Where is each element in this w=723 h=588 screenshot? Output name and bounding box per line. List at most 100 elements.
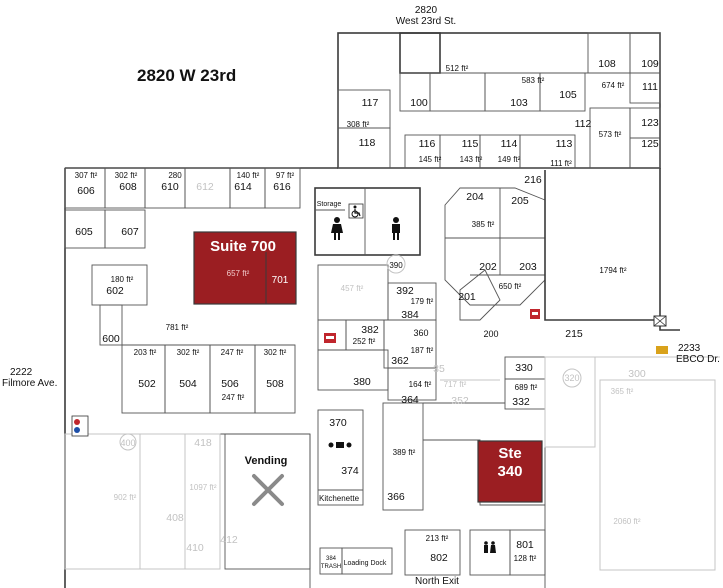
room-number[interactable]: 382 [361, 324, 379, 336]
room-number[interactable]: 364 [401, 394, 419, 406]
ste-340-highlight[interactable] [477, 440, 543, 503]
faded-label-300: 300 [628, 368, 646, 380]
room-number[interactable]: 366 [387, 491, 405, 503]
room-number[interactable]: 114 [501, 138, 518, 150]
room-area: 97 ft² [276, 171, 295, 180]
faded-label-412: 412 [220, 534, 238, 546]
area-650: 650 ft² [499, 282, 522, 291]
room-number[interactable]: 202 [479, 261, 497, 273]
room-number[interactable]: 332 [512, 396, 530, 408]
room-number[interactable]: 117 [362, 97, 379, 109]
area-902: 902 ft² [114, 493, 137, 502]
area-247-secondary: 247 ft² [222, 393, 245, 402]
area-457: 457 ft² [341, 284, 364, 293]
room-number[interactable]: 118 [359, 137, 376, 149]
room-number[interactable]: 610 [161, 181, 179, 193]
room-area: 252 ft² [353, 337, 376, 346]
entrance-right-number: 2233 [678, 343, 701, 354]
room-number[interactable]: 112 [575, 118, 592, 130]
room-area: 213 ft² [426, 534, 449, 543]
room-number[interactable]: 606 [77, 185, 95, 197]
room-area: 149 ft² [498, 155, 521, 164]
room-area: 307 ft² [75, 171, 98, 180]
faded-label-408: 408 [166, 512, 184, 524]
suite-700-label: Suite 700 [210, 238, 276, 255]
room-area: 302 ft² [264, 348, 287, 357]
room-number[interactable]: 116 [419, 138, 436, 150]
trash-number-label: 384 [326, 556, 337, 562]
faded-label-410: 410 [186, 542, 204, 554]
area-1097: 1097 ft² [189, 483, 216, 492]
room-area: 302 ft² [177, 348, 200, 357]
emergency-phone-icon [324, 333, 336, 343]
room-number[interactable]: 362 [391, 355, 409, 367]
room-number[interactable]: 109 [641, 58, 659, 70]
area-308: 308 ft² [347, 120, 370, 129]
room-number[interactable]: 384 [401, 309, 419, 321]
room-number[interactable]: 802 [430, 552, 448, 564]
room-number[interactable]: 115 [462, 138, 479, 150]
room-number[interactable]: 113 [556, 138, 573, 150]
room-number[interactable]: 502 [138, 378, 156, 390]
dining-table-icon [328, 442, 352, 448]
room-number[interactable]: 608 [119, 181, 137, 193]
trash-label: TRASH [321, 564, 341, 570]
room-number[interactable]: 216 [524, 174, 542, 186]
faded-label-200: 200 [483, 329, 498, 339]
north-wing-walls [337, 32, 661, 169]
room-number[interactable]: 330 [515, 362, 533, 374]
room-number[interactable]: 123 [641, 117, 659, 129]
faded-label-418: 418 [194, 437, 212, 449]
room-area: 389 ft² [393, 448, 416, 457]
entrance-right-street: EBCO Dr. [676, 354, 720, 365]
womens-restroom-icon [331, 217, 343, 240]
area-1794: 1794 ft² [599, 266, 626, 275]
room-area: 203 ft² [134, 348, 157, 357]
room-number[interactable]: 111 [642, 81, 658, 93]
room-area: 302 ft² [115, 171, 138, 180]
room-number[interactable]: 215 [565, 328, 583, 340]
room-area-labels: 145 ft² 143 ft² 149 ft² 111 ft² 307 ft² … [75, 64, 641, 563]
room-number[interactable]: 203 [519, 261, 537, 273]
faded-label-360: 360 [413, 328, 428, 338]
room-number[interactable]: 614 [234, 181, 252, 193]
room-701-label: 701 [272, 275, 289, 286]
room-number[interactable]: 374 [341, 465, 359, 477]
kitchenette-label: Kitchenette [319, 494, 360, 503]
main-body-walls [64, 167, 680, 588]
room-number[interactable]: 108 [598, 58, 616, 70]
room-number[interactable]: 607 [121, 226, 139, 238]
room-number[interactable]: 602 [106, 285, 124, 297]
room-number[interactable]: 506 [221, 378, 239, 390]
room-number[interactable]: 605 [75, 226, 93, 238]
room-number[interactable]: 100 [410, 97, 428, 109]
room-area: 280 [168, 171, 182, 180]
room-number[interactable]: 201 [458, 291, 476, 303]
ste-340-label-line1: Ste [498, 445, 521, 462]
room-area: 145 ft² [419, 155, 442, 164]
faded-room-labels: 612 390 360 200 418 400 408 410 412 352 … [120, 181, 645, 554]
room-number[interactable]: 801 [516, 539, 534, 551]
room-number[interactable]: 105 [559, 89, 577, 101]
room-number[interactable]: 504 [179, 378, 197, 390]
area-674: 674 ft² [602, 81, 625, 90]
room-number[interactable]: 204 [466, 191, 484, 203]
entrance-left-street: Filmore Ave. [2, 378, 57, 389]
room-number[interactable]: 508 [266, 378, 284, 390]
room-number[interactable]: 616 [273, 181, 291, 193]
room-labels: 108 109 100 103 105 111 117 112 123 118 … [75, 58, 659, 564]
room-number[interactable]: 103 [510, 97, 528, 109]
room-area: 128 ft² [514, 554, 537, 563]
faded-label-320: 320 [564, 373, 579, 383]
room-area: 111 ft² [550, 159, 572, 168]
suite-700-highlight[interactable] [193, 231, 297, 305]
room-number[interactable]: 205 [511, 195, 529, 207]
suite-700-area: 657 ft² [227, 269, 250, 278]
room-number[interactable]: 380 [353, 376, 371, 388]
room-number[interactable]: 392 [396, 285, 414, 297]
emergency-phone-icon [530, 309, 540, 319]
room-number[interactable]: 600 [102, 333, 120, 345]
room-number[interactable]: 125 [641, 138, 659, 150]
room-number[interactable]: 370 [329, 417, 347, 429]
room-area: 247 ft² [221, 348, 244, 357]
